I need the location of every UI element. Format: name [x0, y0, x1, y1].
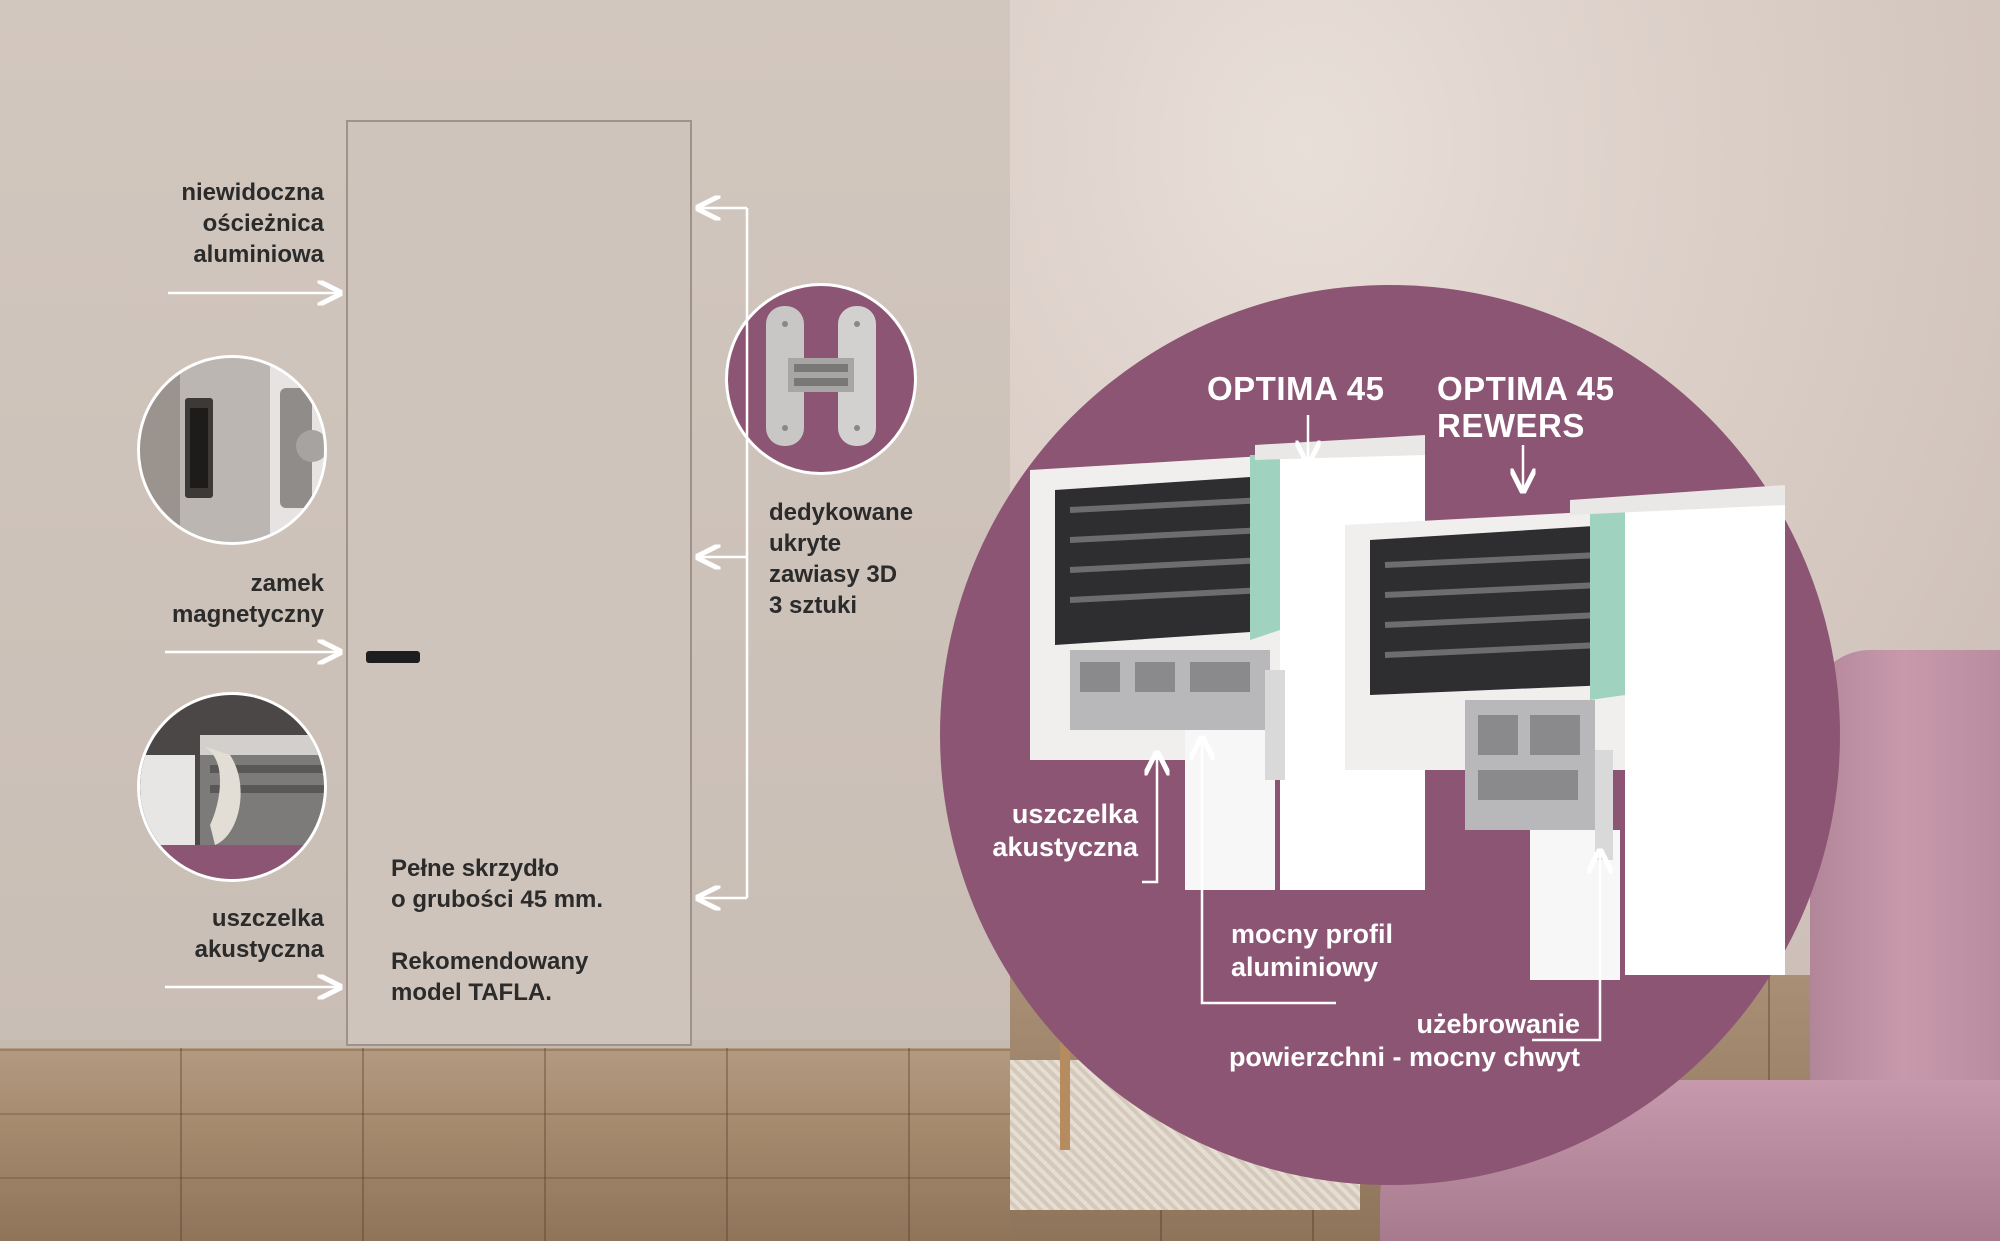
magnetic-lock-icon	[137, 355, 327, 545]
left-wood-floor	[0, 1048, 1010, 1241]
label-hidden-frame: niewidoczna ościeżnica aluminiowa	[181, 179, 324, 268]
left-arrows-overlay	[165, 0, 749, 1048]
right-arrows-overlay	[1142, 415, 1840, 1042]
label-magnetic-lock: zamek magnetyczny	[171, 570, 324, 628]
label-acoustic-seal: uszczelka akustyczna	[194, 905, 324, 963]
table-leg	[1060, 1010, 1070, 1150]
profile-cross-sections	[1030, 435, 1785, 980]
label-door-leaf: Pełne skrzydło o grubości 45 mm. Rekomen…	[391, 855, 604, 1006]
door-handle-icon	[366, 651, 420, 663]
optima-45-rewers-profile	[1345, 485, 1785, 980]
flush-door-leaf	[346, 120, 692, 1046]
right-label-surface-ribbing: użebrowanie powierzchni - mocny chwyt	[1228, 1009, 1580, 1072]
optima-45-rewers-title: OPTIMA 45 REWERS	[1437, 370, 1615, 444]
right-label-aluminium-profile: mocny profil aluminiowy	[1231, 919, 1394, 982]
hidden-hinge-icon	[725, 283, 917, 475]
right-label-acoustic-seal: uszczelka akustyczna	[992, 799, 1138, 862]
optima-45-title: OPTIMA 45	[1207, 370, 1385, 407]
label-hidden-hinges: dedykowane ukryte zawiasy 3D 3 sztuki	[769, 499, 914, 619]
acoustic-seal-icon	[137, 692, 327, 882]
